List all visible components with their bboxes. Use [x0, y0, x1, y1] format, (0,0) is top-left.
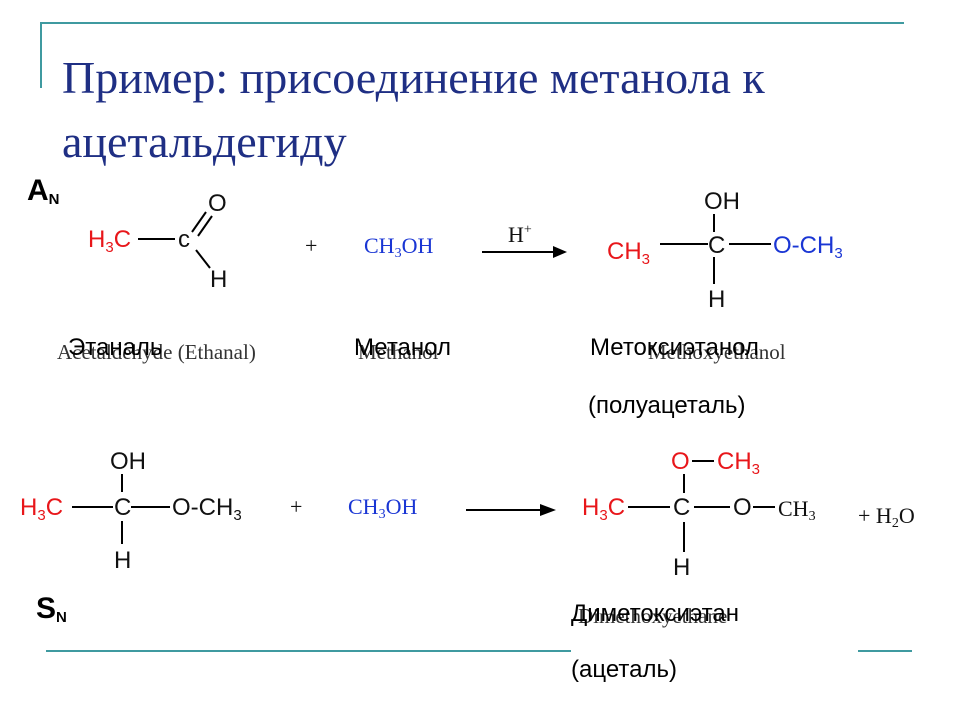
caption-ethanal-ru: Этаналь [68, 334, 163, 361]
caption-dimethoxyethane-en: Dimethoxyethane [578, 604, 728, 628]
acetaldehyde-carbon: c [178, 226, 190, 253]
product2-hydrogen: H [673, 554, 691, 581]
water-byproduct: + H2O [858, 503, 915, 531]
product2-carbon: C [673, 494, 691, 521]
reaction1-plus: + [305, 233, 318, 258]
reactant2-methoxy: O-CH3 [172, 494, 242, 525]
frame-bottom-line-right [858, 650, 912, 652]
frame-left-line [40, 22, 42, 88]
bond-c-h [195, 249, 211, 269]
reaction2-plus: + [290, 494, 303, 519]
acetaldehyde-h3c: H3C [88, 226, 132, 257]
product1-oh: OH [704, 188, 740, 215]
caption-hemiacetal: (полуацеталь) [588, 392, 746, 419]
mechanism-sn-label: SN [36, 592, 67, 626]
product2-oxygen: O [733, 494, 752, 521]
caption-methanol-ru: Метанол [354, 334, 451, 361]
caption-methoxyethanol-en: Methoxyethanol [648, 340, 786, 364]
product1-methoxy: O-CH3 [773, 232, 843, 263]
product2-ch3-top: CH3 [717, 448, 761, 479]
product1-carbon: C [708, 232, 726, 259]
caption-acetaldehyde-en: Acetaldehyde (Ethanal) [57, 340, 256, 364]
bond-c-o-double-2 [197, 215, 213, 237]
mechanism-an-label: AN [27, 174, 60, 208]
reactant2-carbon: C [114, 494, 132, 521]
acetaldehyde-hydrogen: H [210, 266, 228, 293]
caption-methanol-en: Methanol [358, 340, 439, 364]
acetaldehyde-oxygen: O [208, 190, 227, 217]
methanol-formula-1: CH3OH [364, 233, 434, 261]
bond-c-o-double-1 [191, 211, 207, 233]
product1-ch3-left: CH3 [607, 238, 651, 269]
reaction-arrow-1-head [553, 246, 567, 258]
frame-bottom-line-left [46, 650, 571, 652]
reaction-arrow-2-head [540, 504, 556, 516]
product2-h3c: H3C [582, 494, 626, 525]
slide-title: Пример: присоединение метанола к ацеталь… [62, 52, 765, 167]
methanol-formula-2: CH3OH [348, 494, 418, 522]
caption-methoxyethanol-ru: Метоксиэтанол [590, 334, 759, 361]
catalyst-proton: H+ [508, 222, 532, 247]
reactant2-hydrogen: H [114, 547, 132, 574]
product1-hydrogen: H [708, 286, 726, 313]
caption-acetal: (ацеталь) [571, 656, 677, 683]
reactant2-oh: OH [110, 448, 146, 475]
caption-dimethoxyethane-ru: Диметоксиэтан [571, 600, 739, 627]
reactant2-h3c: H3C [20, 494, 64, 525]
frame-top-line [40, 22, 904, 24]
product2-ch3-right: CH3 [778, 496, 816, 524]
product2-o-top: O [671, 448, 690, 475]
